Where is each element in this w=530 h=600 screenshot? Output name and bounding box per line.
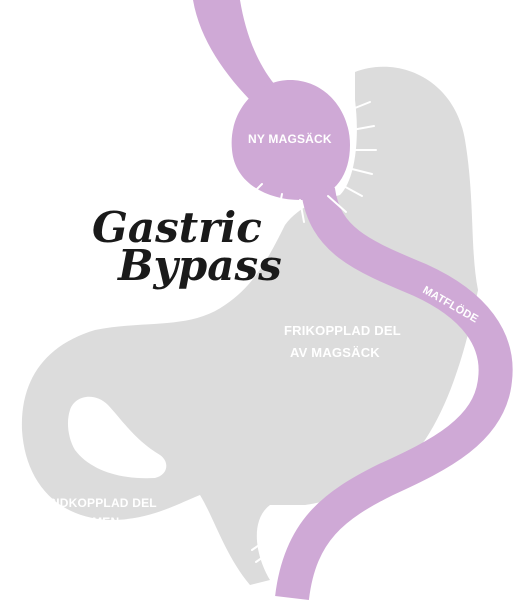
staple-line xyxy=(327,195,347,213)
diagram-title-line2: Bypass xyxy=(117,241,282,290)
new-pouch-shape xyxy=(231,80,350,200)
staple-line xyxy=(251,535,273,551)
label-bypassed-stomach-line2: AV MAGSÄCK xyxy=(290,345,380,360)
staple-line xyxy=(339,183,363,197)
label-bypassed-intestine-line1: SIDKOPPLAD DEL xyxy=(48,496,157,510)
staple-line xyxy=(249,183,263,197)
esophagus-tube xyxy=(193,0,275,105)
intestine-loop-gap xyxy=(67,396,167,479)
staple-line xyxy=(349,101,371,111)
roux-limb-tube xyxy=(275,186,513,600)
staple-line xyxy=(299,199,305,223)
staple-lines xyxy=(249,101,377,563)
label-bypassed-stomach-line1: FRIKOPPLAD DEL xyxy=(284,323,401,338)
label-bypassed-intestine-line2: AV TARMEN xyxy=(48,515,119,529)
staple-line xyxy=(277,193,283,215)
staple-line xyxy=(347,167,373,175)
label-new-pouch: NY MAGSÄCK xyxy=(248,131,332,146)
staple-line xyxy=(255,547,277,563)
staple-line xyxy=(351,125,375,131)
diagram-title-line1: Gastric xyxy=(92,203,262,252)
